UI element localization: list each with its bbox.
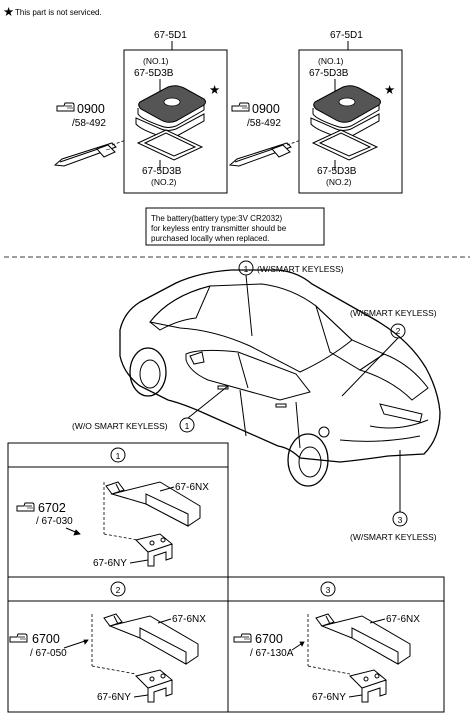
key-fob-icon (310, 85, 381, 138)
ref-main: 6700 (255, 632, 283, 646)
key-blade-icon (53, 142, 117, 167)
callout-circle (392, 511, 408, 527)
part-upper-label: 67-6NX (175, 482, 209, 493)
part-lower-label: 67-6NY (97, 692, 131, 703)
reference-hand-icon (16, 502, 35, 512)
detail-panel-2: 2 67-6NX 67-6NY 6700 / 67-050 (7, 576, 229, 713)
antenna-icon (105, 481, 201, 527)
key-fob-icon (135, 85, 206, 138)
no1-part-label: 67-5D3B (309, 68, 349, 79)
ref-sub: / 67-030 (36, 516, 73, 527)
part-upper-label: 67-6NX (172, 614, 206, 625)
battery-note-line-1: The battery(battery type:3V CR2032) (151, 214, 283, 223)
star-icon: ★ (3, 5, 14, 19)
no1-tag: (NO.1) (318, 56, 344, 66)
reference-hand-icon (9, 633, 28, 643)
callout-text: (W/SMART KEYLESS) (257, 264, 344, 274)
ref-main: 0900 (77, 102, 105, 116)
no2-tag: (NO.2) (326, 177, 352, 187)
callout-num: 3 (398, 515, 403, 525)
no2-part-label: 67-5D3B (142, 166, 182, 177)
part-lower-label: 67-6NY (312, 692, 346, 703)
reference-hand-icon (56, 102, 75, 112)
transmitter-group-2: 67-5D1 (NO.1) 67-5D3B ★ 67-5D3B (NO.2) 0… (228, 30, 403, 194)
battery-note-line-3: purchased locally when replaced. (151, 234, 269, 243)
vehicle-illustration (119, 269, 441, 487)
bracket-icon (349, 669, 388, 703)
part-lower-label: 67-6NY (93, 558, 127, 569)
part-upper-label: 67-6NX (386, 614, 420, 625)
no1-part-label: 67-5D3B (134, 68, 174, 79)
ref-sub: / 67-050 (30, 648, 67, 659)
assembly-label: 67-5D1 (154, 30, 187, 41)
ref-main: 0900 (252, 102, 280, 116)
panel-num: 2 (116, 585, 121, 595)
transmitter-group-1: 67-5D1 (NO.1) 67-5D3B ★ 67-5D3B (NO.2) 0… (53, 30, 228, 194)
callout-text: (W/SMART KEYLESS) (350, 308, 437, 318)
battery-note: The battery(battery type:3V CR2032) for … (145, 207, 325, 246)
detail-panel-3: 3 67-6NX 67-6NY 6700 / 67-130A (227, 576, 445, 713)
no2-tag: (NO.2) (151, 177, 177, 187)
callout-text: (W/O SMART KEYLESS) (72, 421, 168, 431)
case-icon (311, 129, 379, 161)
case-icon (136, 129, 204, 161)
no1-tag: (NO.1) (143, 56, 169, 66)
vehicle-callouts: 1 (W/SMART KEYLESS) (W/SMART KEYLESS) 2 … (72, 260, 437, 542)
callout-text: (W/SMART KEYLESS) (350, 532, 437, 542)
star-icon: ★ (384, 83, 395, 97)
assembly-box (123, 49, 228, 194)
ref-sub: / 67-130A (250, 648, 294, 659)
assembly-box (298, 49, 403, 194)
callout-num: 1 (185, 421, 190, 431)
antenna-icon (315, 613, 411, 665)
assembly-label: 67-5D1 (330, 30, 363, 41)
callout-num: 2 (396, 326, 401, 336)
ref-main: 6702 (38, 501, 66, 515)
callout-num: 1 (244, 264, 249, 274)
ref-sub: /58-492 (247, 118, 281, 129)
reference-hand-icon (233, 633, 252, 643)
battery-note-line-2: for keyless entry transmitter should be (151, 224, 287, 233)
note-text: This part is not serviced. (15, 8, 102, 17)
detail-panel-1: 1 67-6NX 67-6NY 6702 / 67-030 (7, 442, 229, 578)
callout-circle (179, 417, 195, 433)
star-icon: ★ (209, 83, 220, 97)
key-blade-icon (228, 142, 292, 167)
panel-num: 1 (116, 451, 121, 461)
ref-main: 6700 (32, 632, 60, 646)
antenna-icon (103, 613, 199, 665)
bracket-icon (135, 533, 174, 567)
panel-num: 3 (326, 585, 331, 595)
ref-sub: /58-492 (72, 118, 106, 129)
bracket-icon (135, 669, 174, 703)
no2-part-label: 67-5D3B (317, 166, 357, 177)
reference-hand-icon (231, 102, 250, 112)
